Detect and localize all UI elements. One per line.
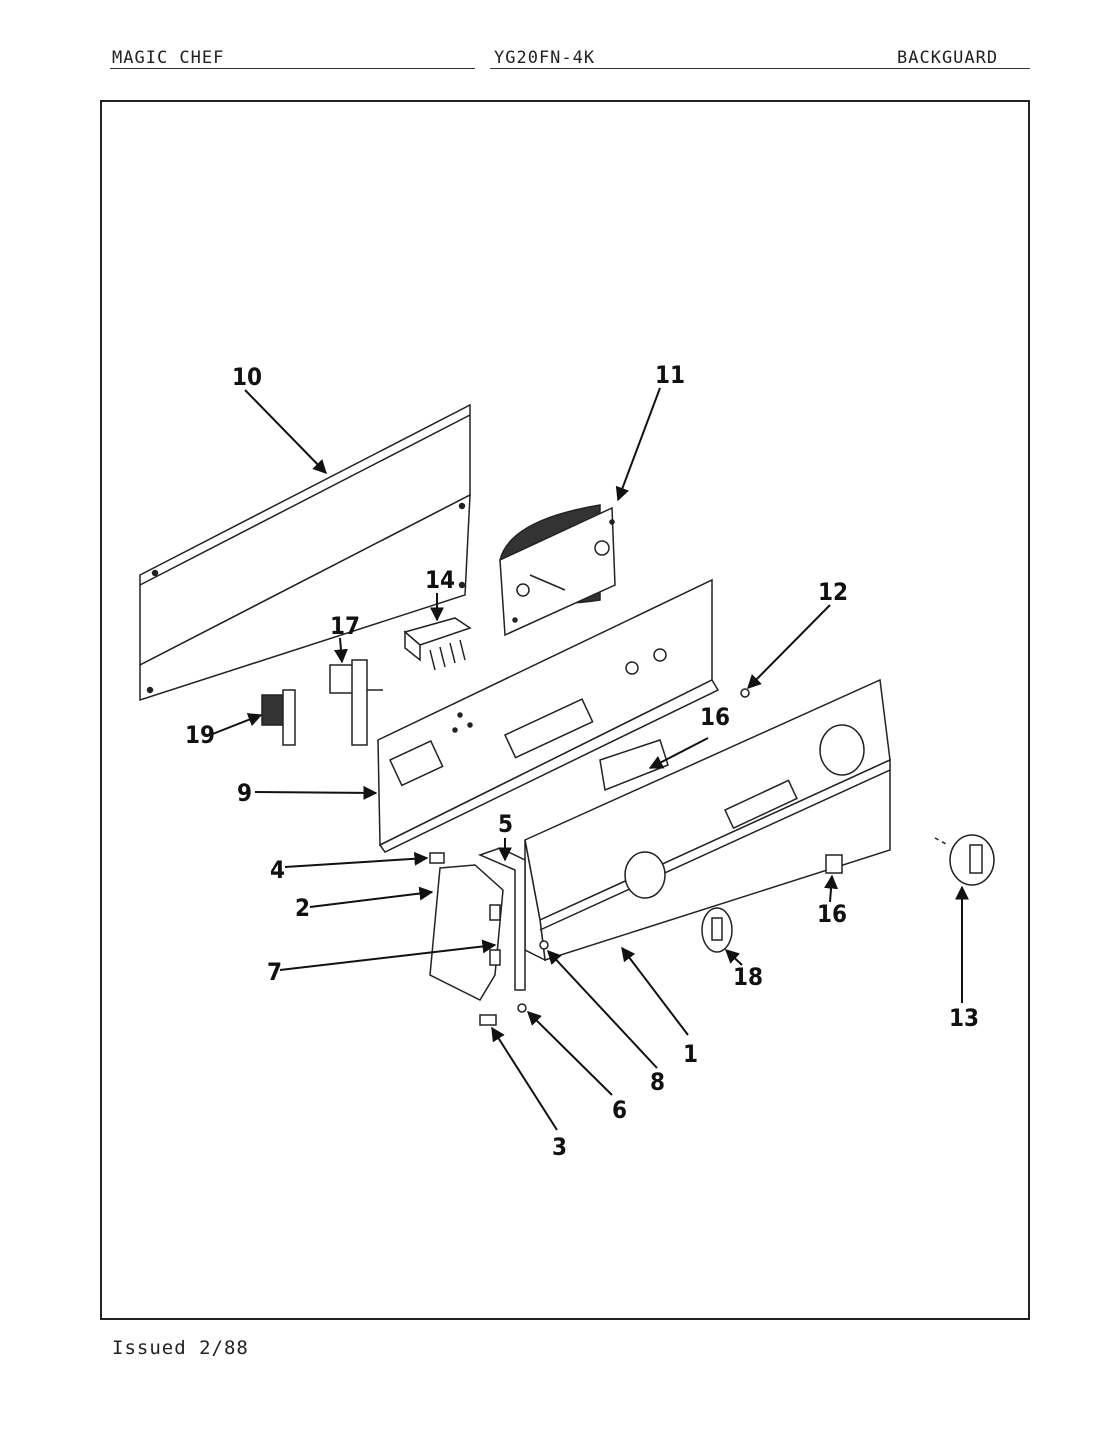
callout-14: 14 bbox=[425, 566, 455, 594]
callout-9: 9 bbox=[237, 779, 252, 807]
part-1-backguard-front bbox=[524, 678, 891, 962]
callout-5: 5 bbox=[498, 810, 513, 838]
callout-1: 1 bbox=[683, 1040, 698, 1068]
callout-6: 6 bbox=[612, 1096, 627, 1124]
callout-8: 8 bbox=[650, 1068, 665, 1096]
callout-4: 4 bbox=[270, 856, 285, 884]
callout-11: 11 bbox=[655, 361, 685, 389]
callout-17: 17 bbox=[330, 612, 360, 640]
part-11-clock-timer bbox=[499, 504, 616, 637]
callout-2: 2 bbox=[295, 894, 310, 922]
callout-12: 12 bbox=[818, 578, 848, 606]
diagram-border bbox=[100, 100, 1030, 1320]
part-12-screw bbox=[740, 688, 750, 698]
part-3-clip bbox=[479, 1014, 497, 1026]
callout-19: 19 bbox=[185, 721, 215, 749]
callout-10: 10 bbox=[232, 363, 262, 391]
callout-16-lower: 16 bbox=[817, 900, 847, 928]
part-14-switch bbox=[403, 617, 472, 671]
callout-7: 7 bbox=[267, 958, 282, 986]
part-4-clip bbox=[429, 852, 445, 864]
part-16-lens-upper bbox=[599, 739, 669, 792]
brand-label: MAGIC CHEF bbox=[112, 48, 225, 68]
part-6-screw bbox=[517, 1003, 527, 1013]
part-17-switch bbox=[329, 659, 383, 746]
header-rule-right bbox=[490, 68, 1030, 69]
part-2-end-cap bbox=[429, 864, 504, 1001]
part-13-knob bbox=[934, 834, 995, 886]
part-16-button-lower bbox=[825, 854, 843, 874]
header-rule-left bbox=[110, 68, 475, 69]
callout-16-upper: 16 bbox=[700, 703, 730, 731]
exploded-parts-diagram: 10 11 12 14 17 19 16 9 5 4 2 7 16 18 13 … bbox=[100, 100, 1030, 1320]
section-label: BACKGUARD bbox=[897, 48, 999, 68]
leader-lines bbox=[209, 387, 969, 1131]
callout-3: 3 bbox=[552, 1133, 567, 1161]
callout-18: 18 bbox=[733, 963, 763, 991]
model-label: YG20FN-4K bbox=[494, 48, 596, 68]
part-10-rear-panel bbox=[139, 403, 471, 702]
callout-13: 13 bbox=[949, 1004, 979, 1032]
part-19-ignitor bbox=[261, 689, 296, 746]
part-9-control-panel bbox=[377, 578, 720, 853]
part-8-screw bbox=[539, 940, 549, 950]
part-18-knob bbox=[701, 907, 733, 953]
issued-date: Issued 2/88 bbox=[112, 1337, 249, 1359]
